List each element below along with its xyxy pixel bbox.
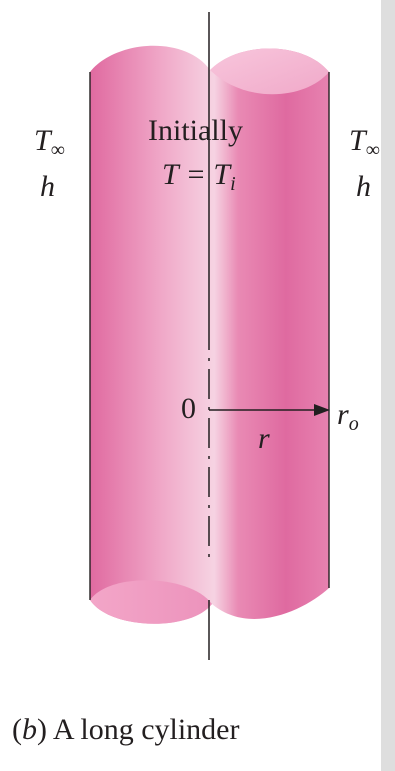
cylinder-bottom-cap xyxy=(90,580,212,624)
scrollbar-track[interactable] xyxy=(381,0,395,771)
left-t-subscript: ∞ xyxy=(50,139,65,161)
cylinder-drawing xyxy=(89,12,330,660)
initial-temperature-equation: T = Ti xyxy=(162,158,236,195)
figure-panel: T∞ h T∞ h Initially T = Ti 0 r ro (b) A … xyxy=(0,0,381,771)
outer-radius-symbol: r xyxy=(337,398,349,431)
left-heat-transfer-coefficient: h xyxy=(40,170,55,203)
cylinder-top-cap xyxy=(210,48,329,95)
right-heat-transfer-coefficient: h xyxy=(356,170,371,203)
caption-letter: b xyxy=(22,713,37,746)
right-t-subscript: ∞ xyxy=(365,139,380,161)
outer-radius-subscript: o xyxy=(348,413,359,435)
left-ambient-temperature: T∞ xyxy=(34,124,65,161)
outer-radius-label: ro xyxy=(337,398,359,435)
caption-text: A long cylinder xyxy=(47,713,240,746)
initially-label: Initially xyxy=(148,114,243,147)
right-ambient-temperature: T∞ xyxy=(349,124,380,161)
left-t-symbol: T xyxy=(34,124,51,157)
figure-caption: (b) A long cylinder xyxy=(12,713,240,746)
initial-temperature-subscript: i xyxy=(230,173,236,195)
right-t-symbol: T xyxy=(349,124,366,157)
initial-temperature-prefix: T = T xyxy=(162,158,231,191)
radius-arrowhead xyxy=(314,404,330,416)
radius-label: r xyxy=(258,422,270,455)
origin-label: 0 xyxy=(181,392,196,425)
long-cylinder-figure: T∞ h T∞ h Initially T = Ti 0 r ro xyxy=(34,12,380,660)
